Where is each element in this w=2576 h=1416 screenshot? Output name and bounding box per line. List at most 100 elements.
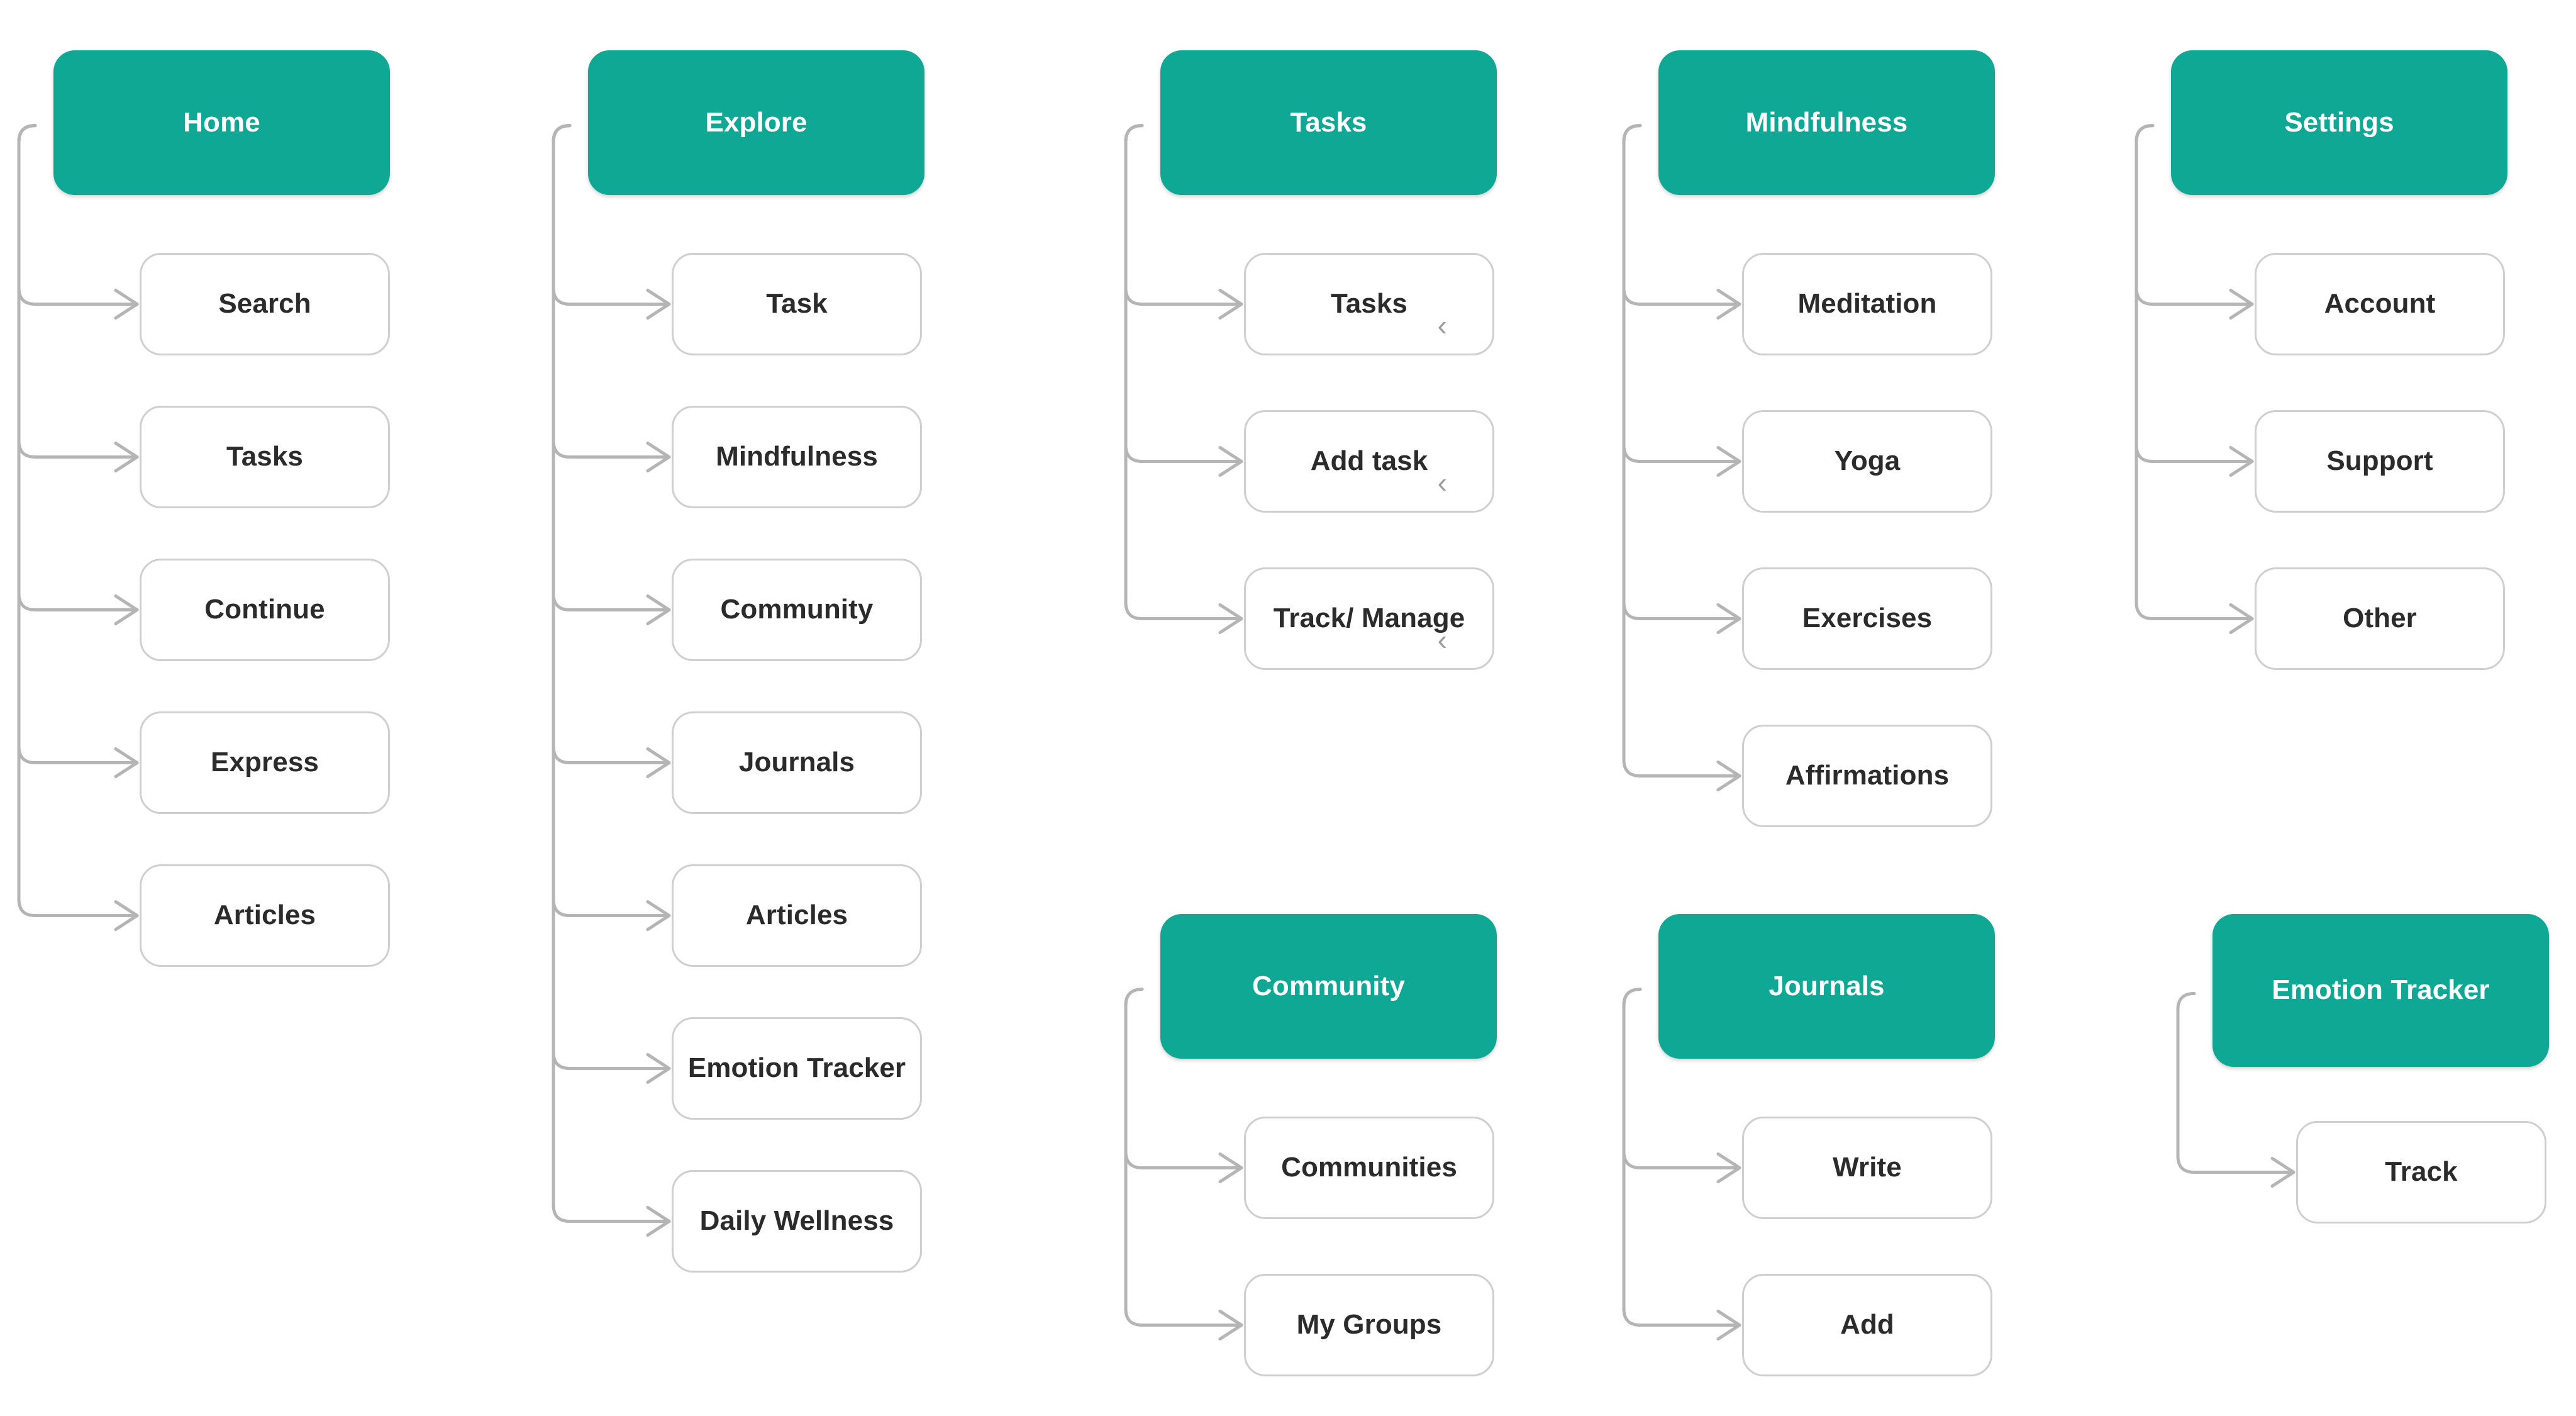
- arrow-head-icon: [646, 594, 671, 625]
- connector-line: [552, 124, 671, 917]
- chevron-left-icon: ‹: [1437, 309, 1447, 342]
- child-node-explore-0[interactable]: Task: [672, 253, 922, 355]
- child-node-label: Write: [1833, 1152, 1902, 1183]
- root-node-tasks[interactable]: Tasks: [1160, 50, 1497, 195]
- connector-line: [1622, 124, 1741, 620]
- arrow-head-icon: [2229, 446, 2254, 477]
- child-node-home-3[interactable]: Express: [140, 711, 390, 814]
- child-node-mindfulness-3[interactable]: Affirmations: [1742, 725, 1992, 827]
- child-node-journals-0[interactable]: Write: [1742, 1117, 1992, 1219]
- child-node-mindfulness-2[interactable]: Exercises: [1742, 567, 1992, 670]
- connector-line: [552, 124, 671, 1070]
- arrow-head-icon: [114, 747, 139, 778]
- connector-line: [552, 124, 671, 611]
- root-node-label: Emotion Tracker: [2272, 974, 2490, 1006]
- arrow-head-icon: [1716, 1310, 1741, 1341]
- root-node-label: Settings: [2284, 106, 2394, 138]
- child-node-label: Daily Wellness: [699, 1205, 894, 1237]
- child-node-label: Add: [1840, 1309, 1894, 1341]
- arrow-head-icon: [646, 442, 671, 472]
- child-node-label: Exercises: [1802, 603, 1933, 634]
- child-node-label: Articles: [213, 900, 316, 931]
- child-node-label: Meditation: [1797, 288, 1937, 320]
- child-node-emotion-tracker-0[interactable]: Track: [2296, 1121, 2546, 1224]
- root-node-home[interactable]: Home: [53, 50, 390, 195]
- child-node-explore-2[interactable]: Community: [672, 559, 922, 661]
- arrow-head-icon: [1716, 603, 1741, 634]
- arrow-head-icon: [1218, 1310, 1243, 1341]
- connector-line: [17, 124, 139, 611]
- root-node-community[interactable]: Community: [1160, 914, 1497, 1059]
- root-node-explore[interactable]: Explore: [588, 50, 924, 195]
- root-node-label: Explore: [705, 106, 808, 138]
- child-node-community-0[interactable]: Communities: [1244, 1117, 1494, 1219]
- root-node-mindfulness[interactable]: Mindfulness: [1658, 50, 1995, 195]
- child-node-settings-1[interactable]: Support: [2255, 410, 2505, 513]
- arrow-head-icon: [646, 289, 671, 320]
- child-node-label: Track: [2385, 1156, 2458, 1188]
- child-node-tasks-0[interactable]: Tasks ‹: [1244, 253, 1494, 355]
- child-node-explore-5[interactable]: Emotion Tracker: [672, 1017, 922, 1120]
- child-node-label: Articles: [745, 900, 848, 931]
- arrow-head-icon: [646, 1206, 671, 1237]
- child-node-home-2[interactable]: Continue: [140, 559, 390, 661]
- child-node-label: Other: [2343, 603, 2417, 634]
- child-node-label: Affirmations: [1785, 760, 1950, 791]
- arrow-head-icon: [114, 289, 139, 320]
- arrow-head-icon: [1716, 289, 1741, 320]
- child-node-label: Journals: [738, 747, 855, 778]
- arrow-head-icon: [1716, 1152, 1741, 1183]
- arrow-head-icon: [2229, 289, 2254, 320]
- child-node-explore-1[interactable]: Mindfulness: [672, 406, 922, 508]
- child-node-home-4[interactable]: Articles: [140, 864, 390, 967]
- child-node-settings-0[interactable]: Account: [2255, 253, 2505, 355]
- root-node-label: Community: [1252, 970, 1405, 1001]
- child-node-explore-3[interactable]: Journals: [672, 711, 922, 814]
- arrow-head-icon: [1218, 1152, 1243, 1183]
- root-node-emotion-tracker[interactable]: Emotion Tracker: [2212, 914, 2549, 1067]
- arrow-head-icon: [646, 900, 671, 931]
- arrow-head-icon: [1218, 289, 1243, 320]
- connector-line: [1124, 124, 1243, 620]
- child-node-label: Express: [211, 747, 319, 778]
- child-node-label: Support: [2326, 445, 2433, 477]
- child-node-label: Task: [766, 288, 828, 320]
- arrow-head-icon: [1716, 446, 1741, 477]
- child-node-home-1[interactable]: Tasks: [140, 406, 390, 508]
- child-node-explore-6[interactable]: Daily Wellness: [672, 1170, 922, 1273]
- child-node-mindfulness-1[interactable]: Yoga: [1742, 410, 1992, 513]
- child-node-label: Tasks: [226, 441, 303, 472]
- root-node-label: Tasks: [1290, 106, 1367, 138]
- child-node-settings-2[interactable]: Other: [2255, 567, 2505, 670]
- child-node-tasks-2[interactable]: Track/ Manage‹: [1244, 567, 1494, 670]
- child-node-tasks-1[interactable]: Add task‹: [1244, 410, 1494, 513]
- connector-line: [552, 124, 671, 1223]
- connector-line: [17, 124, 139, 917]
- child-node-label: Communities: [1281, 1152, 1457, 1183]
- connector-line: [17, 124, 139, 764]
- child-node-label: Tasks: [1331, 288, 1407, 320]
- child-node-mindfulness-0[interactable]: Meditation: [1742, 253, 1992, 355]
- connector-line: [552, 124, 671, 764]
- child-node-label: Community: [720, 594, 874, 625]
- chevron-left-icon: ‹: [1437, 623, 1447, 656]
- root-node-journals[interactable]: Journals: [1658, 914, 1995, 1059]
- child-node-explore-4[interactable]: Articles: [672, 864, 922, 967]
- child-node-label: Emotion Tracker: [687, 1052, 906, 1084]
- root-node-settings[interactable]: Settings: [2171, 50, 2507, 195]
- arrow-head-icon: [646, 747, 671, 778]
- arrow-head-icon: [646, 1053, 671, 1084]
- child-node-community-1[interactable]: My Groups: [1244, 1274, 1494, 1376]
- child-node-label: Mindfulness: [716, 441, 878, 472]
- root-node-label: Mindfulness: [1745, 106, 1908, 138]
- child-node-journals-1[interactable]: Add: [1742, 1274, 1992, 1376]
- arrow-head-icon: [114, 594, 139, 625]
- arrow-head-icon: [114, 900, 139, 931]
- child-node-label: Track/ Manage: [1273, 603, 1465, 634]
- arrow-head-icon: [1716, 761, 1741, 791]
- child-node-label: Account: [2324, 288, 2436, 320]
- arrow-head-icon: [2270, 1157, 2296, 1188]
- child-node-home-0[interactable]: Search: [140, 253, 390, 355]
- arrow-head-icon: [2229, 603, 2254, 634]
